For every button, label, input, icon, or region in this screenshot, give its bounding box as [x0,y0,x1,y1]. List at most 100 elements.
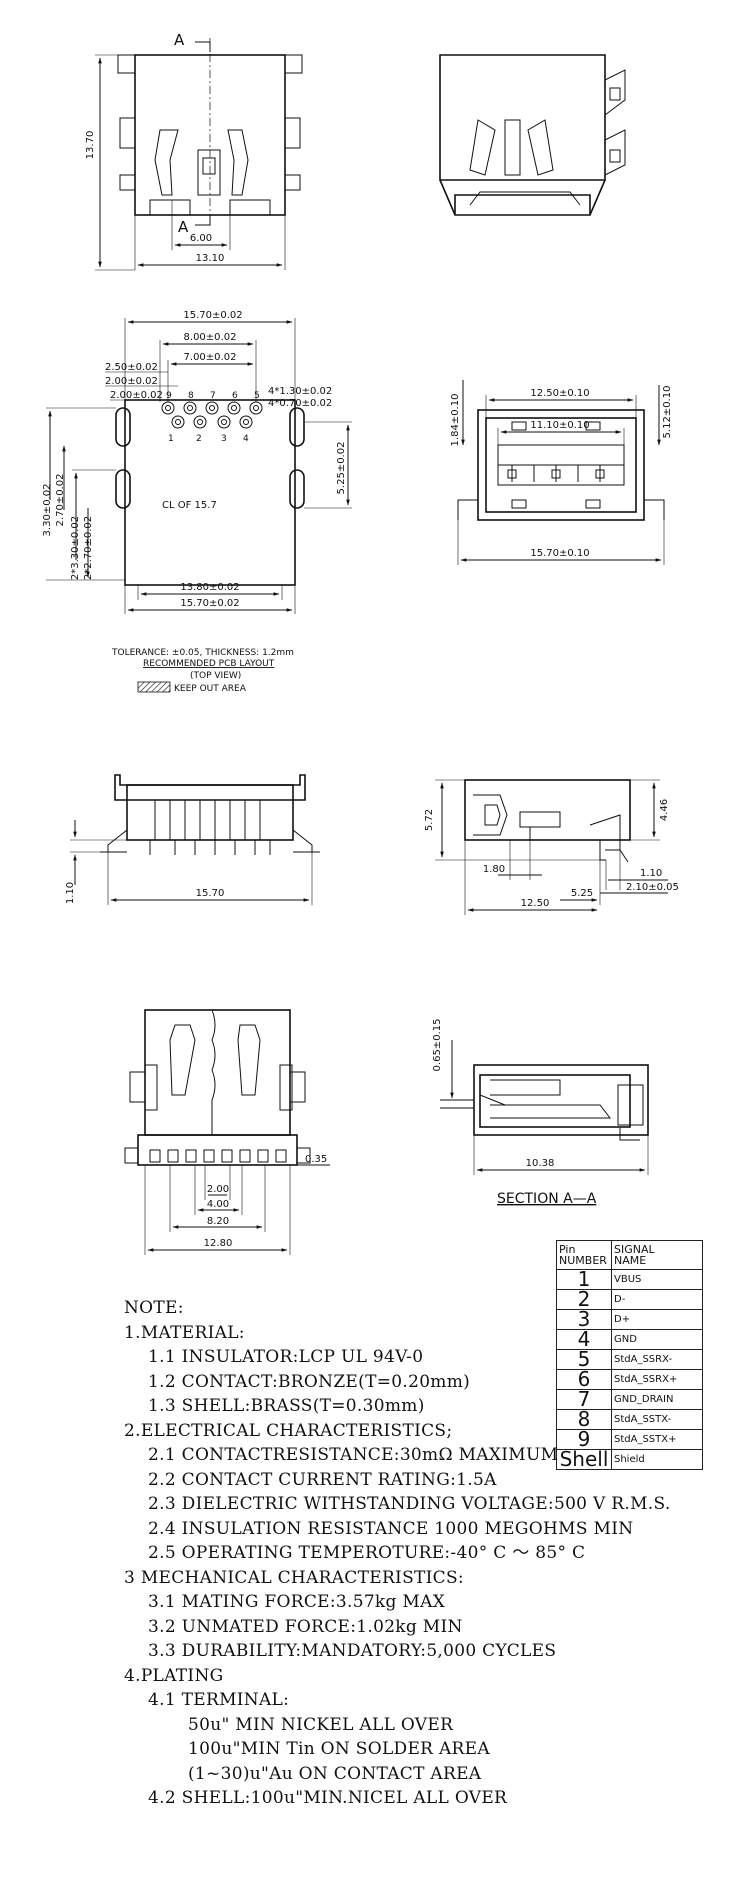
bottom-dim-2-00: 2.00 [207,1184,229,1195]
keep-out-label: KEEP OUT AREA [174,684,247,694]
dim-width-6-00: 6.00 [190,233,212,244]
pin-table-header: Pin NUMBER SIGNAL NAME [556,1240,703,1270]
note-line: (1~30)u"Au ON CONTACT AREA [188,1763,482,1784]
pcb-pin-3: 3 [221,434,227,444]
bottom-dim-8-20: 8.20 [207,1216,229,1227]
side-dim-5-25: 5.25 [571,888,593,899]
note-line: 1.1 INSULATOR:LCP UL 94V-0 [148,1347,424,1367]
pcb-dim-2-50: 2.50±0.02 [105,362,158,373]
front-view: 12.50±0.10 11.10±0.10 1.84±0.10 5.12±0.1… [450,380,673,565]
signal-header: SIGNAL NAME [611,1240,703,1270]
note-line: 2.ELECTRICAL CHARACTERISTICS; [124,1420,453,1441]
front-dim-1-84: 1.84±0.10 [450,394,461,447]
section-a-label-bottom: A [178,218,189,236]
pcb-dim-2-00-a: 2.00±0.02 [105,376,158,387]
bottom-dim-0-35: 0.35 [305,1154,327,1165]
note-line: 2.2 CONTACT CURRENT RATING:1.5A [148,1469,497,1490]
pcb-dim-8-00: 8.00±0.02 [184,332,237,343]
pcb-pin-4: 4 [243,434,249,444]
signal-name: VBUS [611,1269,703,1290]
pcb-dim-4x-0-70: 4*0.70±0.02 [268,398,332,409]
pin-number: 2 [556,1289,612,1310]
note-line: 1.3 SHELL:BRASS(T=0.30mm) [148,1396,425,1416]
pcb-dim-5-25: 5.25±0.02 [336,442,347,495]
pcb-pin-6: 6 [232,391,238,401]
note-line: 2.5 OPERATING TEMPEROTURE:-40° C ～ 85° C [148,1543,586,1563]
notes-heading: NOTE: [124,1298,184,1318]
bottom-view: 2.00 4.00 8.20 12.80 0.35 [124,1009,330,1255]
note-line: 2.3 DIELECTRIC WITHSTANDING VOLTAGE:500 … [148,1494,671,1514]
pcb-pin-9: 9 [166,391,172,401]
spec-notes: NOTE: 1.MATERIAL: 1.1 INSULATOR:LCP UL 9… [124,1296,684,1811]
section-dim-10-38: 10.38 [526,1158,555,1169]
note-line: 3 MECHANICAL CHARACTERISTICS: [124,1567,464,1588]
pcb-centerline-label: CL OF 15.7 [162,500,217,511]
top-view: A A 13.70 6.00 13.10 [85,31,303,271]
dim-width-13-10: 13.10 [196,253,225,264]
section-title: SECTION A—A [497,1191,597,1207]
pin-number: 1 [556,1269,612,1290]
rear-dim-15-70: 15.70 [196,888,225,899]
pcb-dim-2-70: 2.70±0.02 [55,474,66,527]
note-line: 3.1 MATING FORCE:3.57kg MAX [148,1592,446,1612]
note-line: 4.PLATING [124,1665,224,1686]
tolerance-note: TOLERANCE: ±0.05, THICKNESS: 1.2mm [111,648,294,658]
pcb-pin-8: 8 [188,391,194,401]
side-dim-2-10: 2.10±0.05 [626,882,679,893]
front-dim-11-10: 11.10±0.10 [530,420,589,431]
pcb-dim-13-80: 13.80±0.02 [180,582,239,593]
note-line: 2.4 INSULATION RESISTANCE 1000 MEGOHMS M… [148,1518,634,1539]
rear-view: 1.10 15.70 [65,774,320,905]
signal-name: Shield [611,1449,703,1470]
pcb-dim-4x-1-30: 4*1.30±0.02 [268,386,332,397]
side-dim-12-50: 12.50 [521,898,550,909]
top-view-label: (TOP VIEW) [190,671,241,681]
pcb-dim-2x-2-70: 2*2.70±0.02 [83,516,94,580]
side-dim-1-10: 1.10 [640,868,662,879]
note-line: 1.MATERIAL: [124,1322,245,1343]
bottom-dim-12-80: 12.80 [204,1238,233,1249]
pcb-dim-2x-3-30: 2*3.30±0.02 [70,516,81,580]
signal-name: StdA_SSTX+ [611,1429,703,1450]
note-line: 50u" MIN NICKEL ALL OVER [188,1714,454,1735]
side-dim-5-72: 5.72 [424,809,435,831]
pin-header: Pin NUMBER [556,1240,612,1270]
pcb-pin-holes [161,401,263,429]
rear-dim-1-10: 1.10 [65,882,76,904]
pin-number: 3 [556,1309,612,1330]
side-dim-4-46: 4.46 [659,799,670,821]
pcb-pin-7: 7 [210,391,216,401]
note-line: 3.2 UNMATED FORCE:1.02kg MIN [148,1616,463,1637]
rear-contacts [149,800,271,855]
pcb-layout-view: 9 8 7 6 5 1 2 3 4 CL OF 15.7 15.70±0.02 … [42,310,352,694]
front-contacts [507,465,605,482]
side-view: 5.72 4.46 1.10 2.10±0.05 1.80 5.25 12.50 [424,779,679,915]
front-dim-15-70: 15.70±0.10 [530,548,589,559]
pcb-dim-15-70-top: 15.70±0.02 [183,310,242,321]
note-line: 1.2 CONTACT:BRONZE(T=0.20mm) [148,1371,471,1392]
isometric-view [439,54,626,216]
front-dim-12-50: 12.50±0.10 [530,388,589,399]
pcb-dim-3-30: 3.30±0.02 [42,484,53,537]
pcb-pin-5: 5 [254,391,260,401]
pcb-dim-15-70-bottom: 15.70±0.02 [180,598,239,609]
pin-number: Shell [556,1449,612,1470]
side-dim-1-80: 1.80 [483,864,505,875]
note-line: 100u"MIN Tin ON SOLDER AREA [188,1739,490,1759]
dim-height-13-70: 13.70 [85,131,96,160]
pcb-pin-2: 2 [196,434,202,444]
note-line: 2.1 CONTACTRESISTANCE:30mΩ MAXIMUM [148,1445,559,1465]
section-a-label-top: A [174,31,185,49]
recommended-pcb-layout: RECOMMENDED PCB LAYOUT [143,659,275,669]
note-line: 4.2 SHELL:100u"MIN.NICEL ALL OVER [148,1788,508,1808]
